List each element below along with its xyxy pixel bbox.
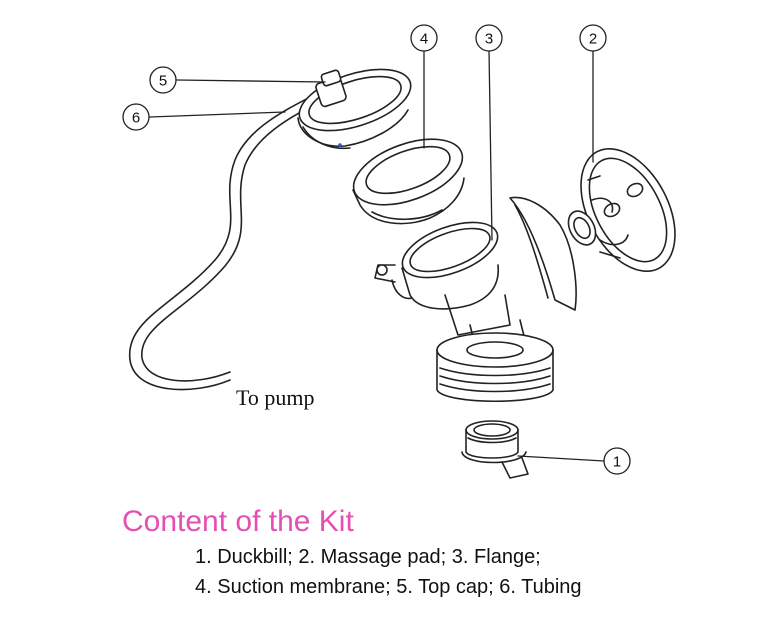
massage-pad (567, 147, 676, 273)
callout-5: 5 (159, 73, 167, 90)
to-pump-label: To pump (236, 385, 315, 410)
suction-membrane (352, 138, 465, 225)
kit-title: Content of the Kit (122, 505, 354, 538)
top-cap (297, 68, 412, 150)
callout-circle-6 (122, 103, 150, 131)
callout-circle-2 (579, 24, 607, 52)
callout-circle-5 (149, 66, 177, 94)
duckbill (461, 420, 529, 479)
callout-circle-1 (603, 447, 631, 475)
callout-circle-3 (475, 24, 503, 52)
bottle-collar (436, 332, 554, 403)
callout-1: 1 (613, 454, 621, 471)
callout-3: 3 (485, 31, 493, 48)
kit-contents-line-1: 1. Duckbill; 2. Massage pad; 3. Flange; (195, 546, 541, 568)
callout-circle-4 (410, 24, 438, 52)
kit-contents-line-2: 4. Suction membrane; 5. Top cap; 6. Tubi… (195, 576, 582, 598)
flange (374, 196, 577, 358)
tubing (128, 91, 323, 391)
callout-6: 6 (132, 110, 140, 127)
breast-pump-parts-diagram: 5 6 4 3 2 1 To pump (122, 24, 676, 479)
callout-4: 4 (420, 31, 428, 48)
callout-2: 2 (589, 31, 597, 48)
callout-leaders (149, 49, 605, 462)
